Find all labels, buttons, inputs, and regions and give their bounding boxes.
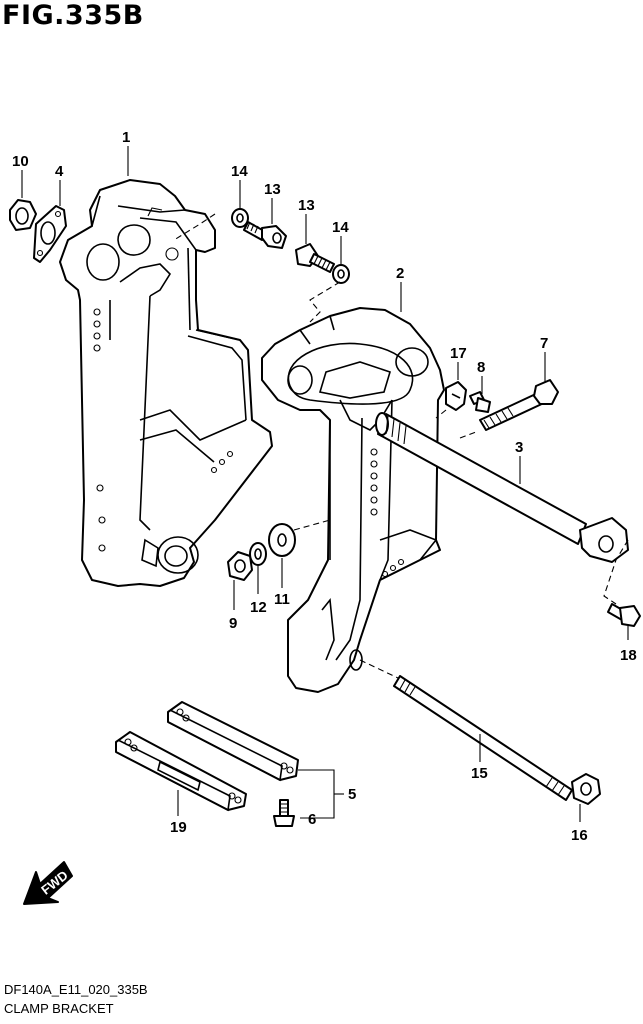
part-1-clamp-bracket-left <box>59 179 273 587</box>
part-17-clip <box>445 381 467 411</box>
callout-4: 4 <box>55 163 64 180</box>
part-4-gasket <box>33 205 67 263</box>
part-12-washer <box>249 542 267 566</box>
callout-15: 15 <box>471 765 488 782</box>
part-14-washer-top <box>231 208 249 228</box>
leader-lines <box>21 146 629 822</box>
part-11-washer <box>268 523 296 557</box>
figure-name: CLAMP BRACKET <box>4 1001 114 1016</box>
part-7-bolt <box>479 379 559 431</box>
figure-code: DF140A_E11_020_335B <box>4 982 148 997</box>
part-13-bolt-mid <box>295 243 335 273</box>
part-5-plate <box>167 701 299 782</box>
callout-2: 2 <box>396 265 404 282</box>
callout-12: 12 <box>250 599 267 616</box>
part-16-nut <box>571 773 601 805</box>
figure-title: FIG.335B <box>2 0 144 31</box>
part-8-screw <box>469 391 491 413</box>
fwd-arrow-icon: FWD <box>23 861 73 905</box>
callout-19: 19 <box>170 819 187 836</box>
callout-6: 6 <box>308 811 316 828</box>
callout-11: 11 <box>274 591 290 608</box>
callout-3: 3 <box>515 439 523 456</box>
callout-13-top: 13 <box>264 181 281 198</box>
part-18-bolt <box>607 603 641 627</box>
part-6-bolt <box>273 799 295 827</box>
callout-18: 18 <box>620 647 637 664</box>
callout-7: 7 <box>540 335 548 352</box>
part-15-through-bolt <box>393 675 573 801</box>
part-10-nut <box>9 199 37 231</box>
callout-8: 8 <box>477 359 485 376</box>
part-9-nut <box>227 551 253 581</box>
assembly-line-4 <box>435 409 447 419</box>
callout-14-mid: 14 <box>332 219 349 236</box>
part-2-clamp-bracket-right <box>261 307 445 693</box>
assembly-line-5 <box>459 431 477 439</box>
callout-10: 10 <box>12 153 29 170</box>
callout-14-top: 14 <box>231 163 248 180</box>
callout-17: 17 <box>450 345 467 362</box>
assembly-line-7 <box>359 659 399 679</box>
callout-5: 5 <box>348 786 356 803</box>
assembly-line-6 <box>603 539 629 605</box>
part-14-washer-mid <box>332 264 350 284</box>
assembly-line-3 <box>293 519 331 531</box>
callout-13-mid: 13 <box>298 197 315 214</box>
part-3-tilt-tube <box>375 412 629 563</box>
callout-1: 1 <box>122 129 130 146</box>
callout-9: 9 <box>229 615 237 632</box>
callout-16: 16 <box>571 827 588 844</box>
part-19-plate <box>115 731 247 812</box>
assembly-line-2 <box>309 281 341 323</box>
part-13-bolt-top <box>243 221 287 249</box>
